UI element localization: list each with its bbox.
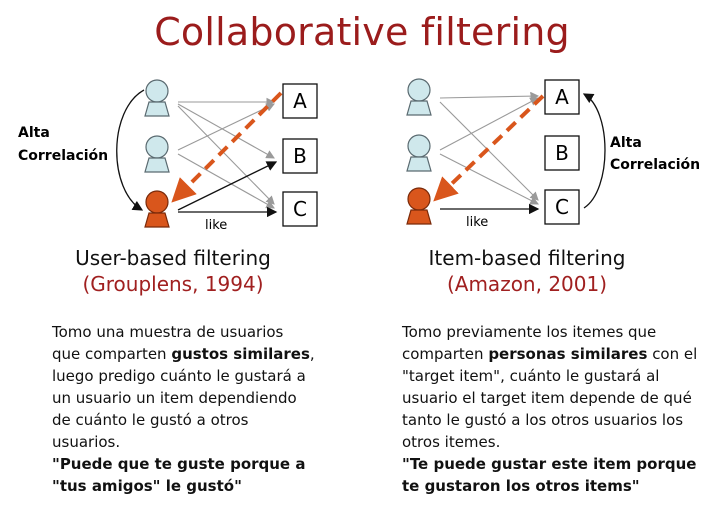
description-line: usuario el target item depende de qué [402,387,720,409]
user-icon [144,135,170,173]
user-based-diagram: Alta Correlación like A B C [18,79,318,233]
item-box-b: B [544,135,580,171]
item-box-c: C [544,189,580,225]
description-text: otros itemes. [402,433,501,451]
item-box-c: C [282,191,318,227]
quote-line: "tus amigos" le gustó" [52,477,242,495]
svg-text:C: C [293,197,307,221]
page-title: Collaborative filtering [154,10,570,54]
description-text: un usuario un item dependiendo [52,389,297,407]
description-line: usuarios. [52,431,352,453]
quote-line: "Te puede gustar este item porque [402,455,697,473]
target-user-icon [406,187,432,225]
highlighted-phrase: gustos similares [171,345,310,363]
svg-text:C: C [555,195,569,219]
svg-text:A: A [555,85,569,109]
method-title: User-based filtering [75,246,271,270]
description-text: luego predigo cuánto le gustará a [52,367,306,385]
user-based-method: User-based filtering (Grouplens, 1994) [40,246,306,296]
method-citation: (Amazon, 2001) [446,272,608,296]
correlation-label: Correlación [18,148,108,164]
like-edge [177,161,278,211]
item-box-b: B [282,138,318,174]
like-label: like [466,215,488,230]
description-text: de cuánto le gustó a otros [52,411,249,429]
user-based-description: Tomo una muestra de usuarios que comparte… [52,321,352,453]
svg-text:A: A [293,89,307,113]
correlation-label: Alta [18,125,50,141]
user-icon [406,78,432,116]
method-citation: (Grouplens, 1994) [82,272,264,296]
description-line: Tomo una muestra de usuarios [52,321,352,343]
description-text: , [309,345,315,363]
user-based-quote: "Puede que te guste porque a "tus amigos… [52,453,352,497]
item-based-description: Tomo previamente los itemes que comparten… [402,321,720,453]
description-text: "target item", cuánto le gustará al [402,367,660,385]
description-text: Tomo una muestra de usuarios [52,323,284,341]
description-line: luego predigo cuánto le gustará a [52,365,352,387]
description-line: que comparten gustos similares, [52,343,352,365]
description-line: otros itemes. [402,431,720,453]
user-icon [144,79,170,117]
like-label: like [205,218,227,233]
item-based-diagram: like A B C Alta Correlación [406,78,700,230]
user-icon [406,134,432,172]
item-box-a: A [282,83,318,119]
description-line: tanto le gustó a los otros usuarios los [402,409,720,431]
recommendation-arrow [433,94,545,202]
description-line: "target item", cuánto le gustará al [402,365,720,387]
correlation-label: Correlación [610,157,700,173]
item-based-quote: "Te puede gustar este item porque te gus… [402,453,720,497]
method-title: Item-based filtering [428,246,626,270]
description-text: tanto le gustó a los otros usuarios los [402,411,684,429]
preference-edges [439,91,540,205]
description-text: Tomo previamente los itemes que [402,323,657,341]
description-line: Tomo previamente los itemes que [402,321,720,343]
svg-text:B: B [555,141,569,165]
description-text: usuarios. [52,433,121,451]
correlation-curve [582,93,606,209]
correlation-label: Alta [610,135,642,151]
correlation-curve [116,89,145,211]
quote-line: "Puede que te guste porque a [52,455,306,473]
description-line: de cuánto le gustó a otros [52,409,352,431]
svg-text:B: B [293,144,307,168]
description-text: que comparten [52,345,172,363]
target-user-icon [144,190,170,228]
item-based-method: Item-based filtering (Amazon, 2001) [394,246,660,296]
preference-edges [177,97,276,209]
description-text: con el [647,345,698,363]
highlighted-phrase: personas similares [488,345,648,363]
description-line: comparten personas similares con el [402,343,720,365]
recommendation-arrow [171,91,283,203]
item-box-a: A [544,79,580,115]
description-line: un usuario un item dependiendo [52,387,352,409]
description-text: comparten [402,345,489,363]
description-text: usuario el target item depende de qué [402,389,692,407]
quote-line: te gustaron los otros items" [402,477,640,495]
